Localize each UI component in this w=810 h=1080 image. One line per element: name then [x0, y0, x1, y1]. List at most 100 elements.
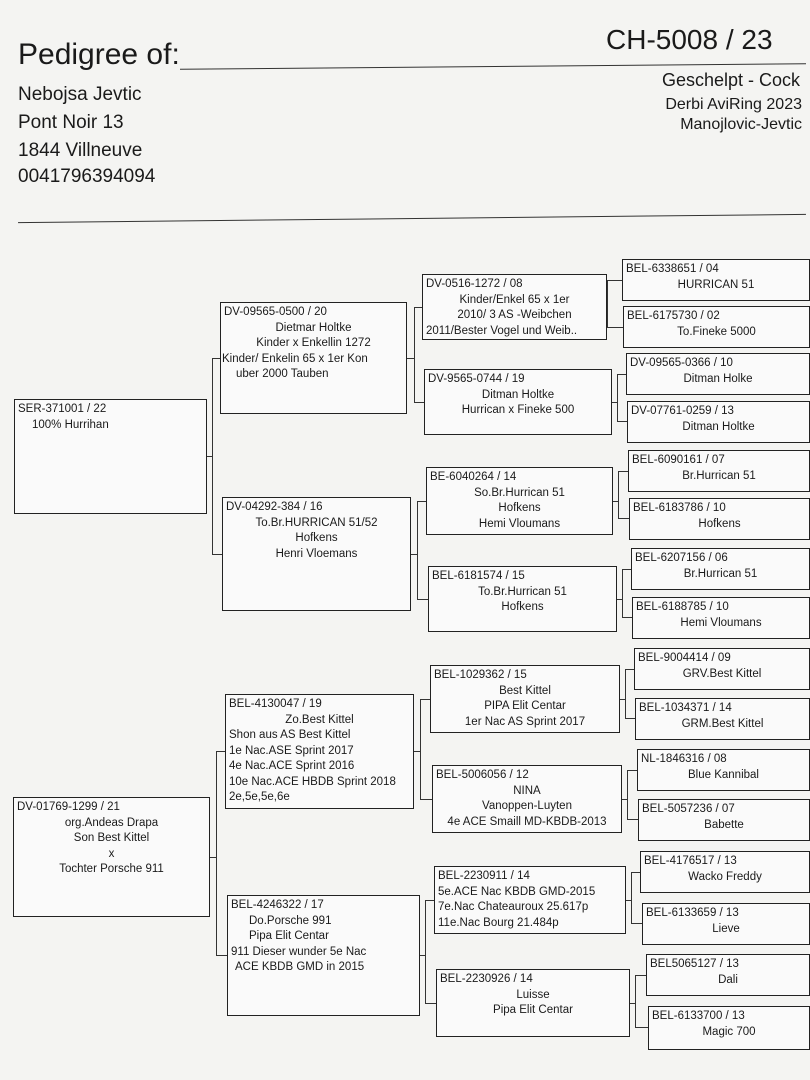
- gen4-ring: BEL5065127 / 13: [650, 958, 739, 970]
- dam-dam-line: ACE KBDB GMD in 2015: [235, 961, 365, 974]
- gen4-card: BEL-6188785 / 10 Hemi Vloumans: [632, 597, 810, 639]
- gen3-line: Ditman Holtke: [481, 388, 555, 401]
- connector-line: [620, 699, 626, 700]
- dam-sire-line: 2e,5e,5e,6e: [229, 791, 290, 804]
- connector-line: [618, 471, 619, 519]
- gen3-card: BEL-1029362 / 15 Best Kittel PIPA Elit C…: [430, 665, 620, 733]
- sire-sire-line: Kinder/ Enkelin 65 x 1er Kon: [222, 352, 368, 365]
- connector-line: [635, 1027, 648, 1028]
- connector-line: [607, 280, 608, 328]
- gen3-ring: BEL-5006056 / 12: [436, 769, 529, 781]
- sire-sire-ring: DV-09565-0500 / 20: [224, 306, 327, 318]
- gen4-ring: BEL-6188785 / 10: [636, 601, 729, 613]
- gen4-line: Blue Kannibal: [688, 768, 759, 781]
- gen3-ring: BE-6040264 / 14: [430, 471, 517, 483]
- gen4-ring: DV-07761-0259 / 13: [631, 405, 734, 417]
- sire-line: 100% Hurrihan: [32, 418, 109, 431]
- gen3-line: Hofkens: [498, 502, 541, 515]
- gen3-ring: DV-9565-0744 / 19: [428, 373, 525, 385]
- connector-line: [631, 872, 640, 873]
- dam-dam-ring: BEL-4246322 / 17: [231, 899, 324, 911]
- connector-line: [207, 456, 213, 457]
- connector-line: [414, 402, 424, 403]
- owner-phone: 0041796394094: [18, 166, 156, 187]
- gen4-card: DV-07761-0259 / 13 Ditman Holtke: [627, 401, 810, 443]
- connector-line: [212, 358, 220, 359]
- sire-sire-line: Dietmar Holtke: [275, 321, 352, 334]
- gen4-card: BEL-4176517 / 13 Wacko Freddy: [640, 851, 810, 893]
- dam-ring: DV-01769-1299 / 21: [17, 801, 120, 813]
- gen4-card: BEL-6175730 / 02 To.Fineke 5000: [623, 306, 810, 348]
- gen4-line: Babette: [704, 818, 744, 831]
- gen3-line: 5e.ACE Nac KBDB GMD-2015: [438, 885, 596, 898]
- gen4-card: BEL-6338651 / 04 HURRICAN 51: [622, 259, 810, 301]
- connector-line: [216, 751, 217, 956]
- gen3-line: 2010/ 3 AS -Weibchen: [457, 309, 572, 322]
- connector-line: [625, 669, 626, 719]
- page-title: Pedigree of:: [18, 38, 180, 71]
- sire-sire-card: DV-09565-0500 / 20 Dietmar Holtke Kinder…: [220, 302, 407, 414]
- dam-line: Tochter Porsche 911: [59, 863, 164, 876]
- owner-city: 1844 Villneuve: [18, 140, 143, 161]
- gen3-line: Luisse: [516, 988, 550, 1001]
- connector-line: [631, 923, 642, 924]
- gen4-ring: BEL-6338651 / 04: [626, 263, 719, 275]
- gen4-line: Lieve: [712, 922, 740, 935]
- connector-line: [617, 421, 627, 422]
- gen3-line: Hemi Vloumans: [478, 517, 561, 530]
- connector-line: [617, 599, 623, 600]
- gen4-card: NL-1846316 / 08 Blue Kannibal: [637, 749, 810, 791]
- gen4-ring: BEL-6133700 / 13: [652, 1010, 745, 1022]
- connector-line: [635, 975, 636, 1028]
- gen3-card: BEL-5006056 / 12 NINA Vanoppen-Luyten 4e…: [432, 765, 622, 833]
- gen4-line: GRM.Best Kittel: [681, 717, 764, 730]
- dam-line: Son Best Kittel: [73, 832, 150, 845]
- gen4-ring: BEL-1034371 / 14: [639, 702, 732, 714]
- dam-dam-card: BEL-4246322 / 17 Do.Porsche 991 Pipa Eli…: [227, 895, 420, 1016]
- gen4-card: BEL-5057236 / 07 Babette: [638, 799, 810, 841]
- connector-line: [631, 872, 632, 924]
- connector-line: [407, 358, 415, 359]
- gen4-ring: BEL-6090161 / 07: [632, 454, 725, 466]
- sire-dam-card: DV-04292-384 / 16 To.Br.HURRICAN 51/52 H…: [222, 497, 411, 611]
- connector-line: [414, 751, 421, 752]
- gen4-line: Br.Hurrican 51: [683, 567, 758, 580]
- gen4-line: Magic 700: [702, 1025, 756, 1038]
- gen3-line: 11e.Nac Bourg 21.484p: [438, 916, 559, 929]
- connector-line: [425, 900, 434, 901]
- connector-line: [417, 599, 428, 600]
- gen4-card: BEL-6133659 / 13 Lieve: [642, 903, 810, 945]
- connector-line: [607, 280, 622, 281]
- connector-line: [618, 471, 628, 472]
- gen3-line: PIPA Elit Centar: [484, 700, 566, 713]
- connector-line: [625, 718, 635, 719]
- sire-card: SER-371001 / 22 100% Hurrihan: [14, 399, 207, 514]
- connector-line: [635, 975, 646, 976]
- bird-breeder: Manojlovic-Jevtic: [680, 116, 802, 133]
- dam-sire-card: BEL-4130047 / 19 Zo.Best Kittel Shon aus…: [225, 694, 414, 809]
- gen4-ring: NL-1846316 / 08: [641, 753, 727, 765]
- sire-dam-line: Henri Vloemans: [275, 547, 358, 560]
- gen4-line: Dali: [718, 973, 738, 986]
- gen4-ring: DV-09565-0366 / 10: [630, 357, 733, 369]
- gen3-ring: DV-0516-1272 / 08: [426, 278, 523, 290]
- gen4-line: To.Fineke 5000: [677, 325, 756, 338]
- sire-sire-line: uber 2000 Tauben: [236, 368, 329, 381]
- gen4-card: BEL-6133700 / 13 Magic 700: [648, 1006, 810, 1050]
- dam-sire-line: 10e Nac.ACE HBDB Sprint 2018: [229, 775, 396, 788]
- dam-dam-line: Do.Porsche 991: [249, 914, 332, 927]
- gen3-line: 2011/Bester Vogel und Weib..: [426, 324, 578, 337]
- gen4-ring: BEL-6133659 / 13: [646, 907, 739, 919]
- gen3-line: 7e.Nac Chateauroux 25.617p: [438, 901, 589, 914]
- dam-line: x: [108, 847, 115, 860]
- gen3-card: DV-0516-1272 / 08 Kinder/Enkel 65 x 1er …: [422, 274, 607, 340]
- gen3-line: 1er Nac AS Sprint 2017: [464, 715, 586, 728]
- gen4-line: Hemi Vloumans: [680, 616, 762, 629]
- gen4-ring: BEL-5057236 / 07: [642, 803, 735, 815]
- bird-color-sex: Geschelpt - Cock: [661, 70, 800, 90]
- sire-dam-ring: DV-04292-384 / 16: [226, 501, 323, 513]
- connector-line: [417, 501, 418, 600]
- gen4-ring: BEL-6207156 / 06: [635, 552, 728, 564]
- dam-line: org.Andeas Drapa: [64, 816, 159, 829]
- gen3-ring: BEL-2230911 / 14: [438, 870, 530, 882]
